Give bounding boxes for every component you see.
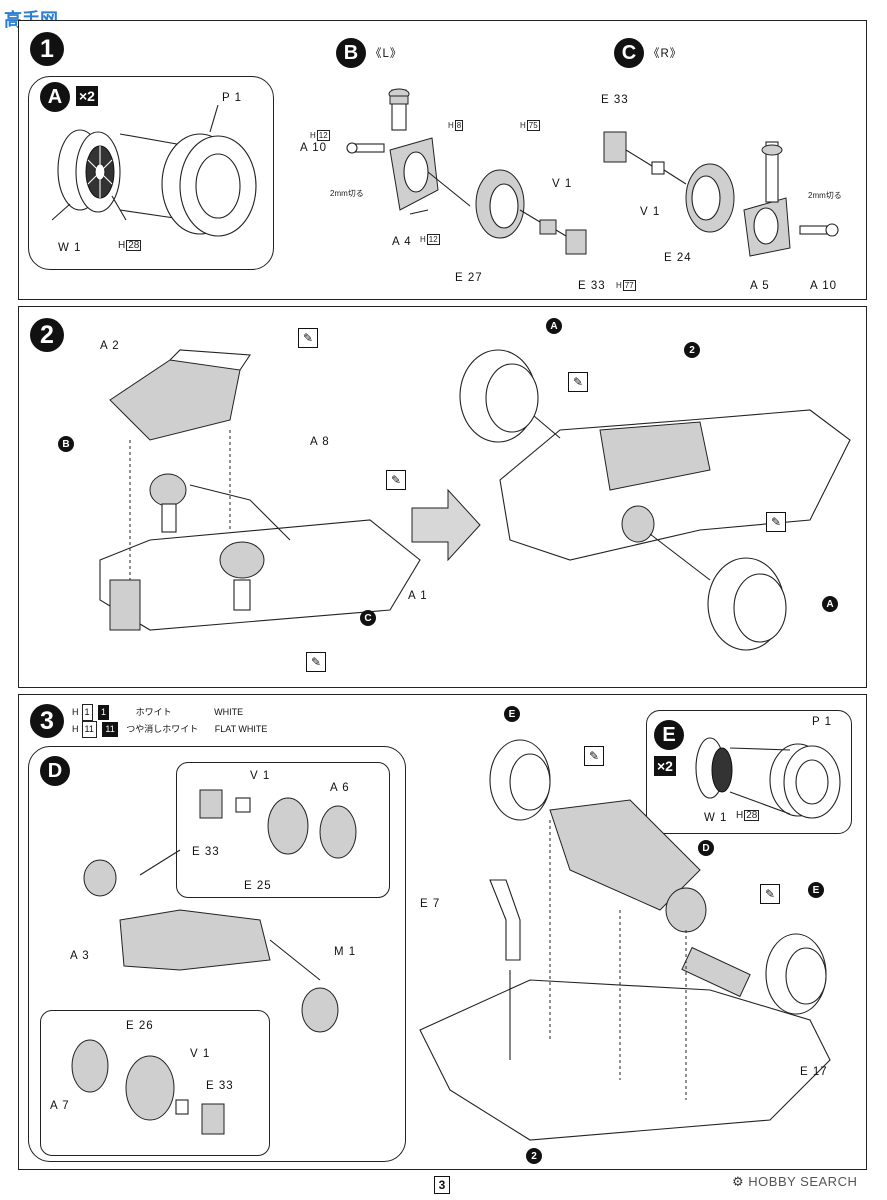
step2-part-a2: A 2 (100, 340, 120, 352)
page-number: 3 (434, 1176, 450, 1194)
step2-glue-icon-5: ✎ (766, 512, 786, 532)
step1-subC-part-v1: V 1 (640, 206, 661, 218)
step3-callout-d: D (698, 840, 714, 856)
step3-subD-part-e26: E 26 (126, 1020, 154, 1032)
step1-left-hub-drawing (346, 88, 587, 255)
step3-subE-label-w1: W 1 (704, 812, 728, 824)
step3-subE-letter: E (654, 720, 684, 750)
step3-subD-part-e33b: E 33 (206, 1080, 234, 1092)
step2-part-a1: A 1 (408, 590, 428, 602)
step1-subA-label-w1: W 1 (58, 242, 82, 254)
step3-subE-label-p1: P 1 (812, 716, 833, 728)
step1-subC-part-e24: E 24 (664, 252, 692, 264)
step2-part-a8: A 8 (310, 436, 330, 448)
step1-right-hub-drawing (603, 131, 839, 257)
step2-glue-icon-4: ✎ (568, 372, 588, 392)
step1-subC-part-a5: A 5 (750, 280, 770, 292)
step1-subB-part-a10: A 10 (300, 142, 328, 154)
step2-glue-icon-1: ✎ (298, 328, 318, 348)
step3-callout-e-right: E (808, 882, 824, 898)
step1-subB-part-a4: A 4 (392, 236, 412, 248)
step3-callout-e-top: E (504, 706, 520, 722)
step3-subD-letter: D (40, 756, 70, 786)
step1-subB-part-e33: E 33 (578, 280, 606, 292)
step1-subA-letter: A (40, 82, 70, 112)
step1-subB-part-e27: E 27 (455, 272, 483, 284)
step1-subB-letter: B (336, 38, 366, 68)
step2-number: 2 (30, 318, 64, 352)
step1-subA-code-letter: H (118, 240, 126, 251)
step3-subE-multiplier: ×2 (654, 756, 676, 776)
step1-subB-side: 《L》 (370, 48, 403, 60)
step3-subD-part-a6: A 6 (330, 782, 350, 794)
step1-subC-cut-note: 2mm切る (808, 191, 842, 200)
step1-subB-cut-note: 2mm切る (330, 189, 364, 198)
step1-subC-part-e33: E 33 (601, 94, 629, 106)
step2-glue-icon-2: ✎ (386, 470, 406, 490)
step2-assembled-chassis-drawing (459, 349, 851, 651)
step1-wheel-tire-drawing (51, 104, 257, 237)
step2-arrow-shape (411, 488, 481, 562)
step3-subD-part-v1b: V 1 (190, 1048, 211, 1060)
step3-glue-icon-2: ✎ (760, 884, 780, 904)
step2-callout-b: B (58, 436, 74, 452)
step3-subD-part-a3: A 3 (70, 950, 90, 962)
step1-subC-part-a10: A 10 (810, 280, 838, 292)
step2-glue-icon-3: ✎ (306, 652, 326, 672)
step3-subD-part-m1: M 1 (334, 946, 357, 958)
step3-part-e7: E 7 (420, 898, 441, 910)
step1-subB-part-v1: V 1 (552, 178, 573, 190)
step2-callout-a-top: A (546, 318, 562, 334)
step3-number: 3 (30, 704, 64, 738)
step1-subC-letter: C (614, 38, 644, 68)
step1-subA-multiplier: ×2 (76, 86, 98, 106)
step3-part-e17: E 17 (800, 1066, 828, 1078)
step3-rear-axle-drawing (71, 789, 357, 1135)
step3-callout-2: 2 (526, 1148, 542, 1164)
step2-callout-2: 2 (684, 342, 700, 358)
step1-subC-side: 《R》 (648, 48, 683, 60)
step3-subD-part-v1: V 1 (250, 770, 271, 782)
watermark-icon: ⚙ (732, 1174, 745, 1189)
watermark: ⚙ HOBBY SEARCH (732, 1174, 857, 1190)
step1-subA-code-box: 28 (126, 240, 142, 251)
step3-subD-part-a7: A 7 (50, 1100, 70, 1112)
step2-callout-c: C (360, 610, 376, 626)
step1-subA-label-p1: P 1 (222, 92, 243, 104)
step1-number: 1 (30, 32, 64, 66)
step3-subD-part-e33: E 33 (192, 846, 220, 858)
step3-chassis-assembly-drawing (419, 739, 831, 1141)
step2-chassis-drawing (99, 349, 421, 631)
step3-subD-part-e25: E 25 (244, 880, 272, 892)
step3-wheel-tire-drawing (695, 737, 841, 819)
step2-callout-a-bottom: A (822, 596, 838, 612)
watermark-text: HOBBY SEARCH (748, 1174, 858, 1189)
step3-glue-icon-1: ✎ (584, 746, 604, 766)
